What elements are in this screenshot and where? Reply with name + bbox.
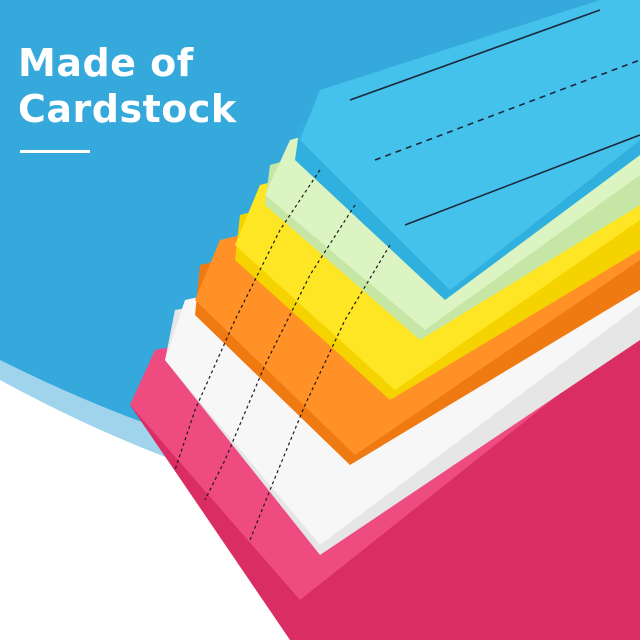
perforation-line-1 (374, 59, 640, 161)
underline-accent (20, 150, 90, 153)
edge-perforation-3 (249, 244, 391, 541)
headline-line-2: Cardstock (18, 87, 237, 131)
headline: Made of Cardstock (18, 40, 237, 132)
card-stack (130, 0, 640, 640)
card-blue-top (300, 0, 640, 290)
edge-perforation-2 (204, 204, 356, 501)
perforation-line-3 (349, 9, 601, 101)
headline-line-1: Made of (18, 41, 194, 85)
edge-perforation-1 (174, 169, 321, 471)
perforation-line-2 (404, 134, 640, 226)
